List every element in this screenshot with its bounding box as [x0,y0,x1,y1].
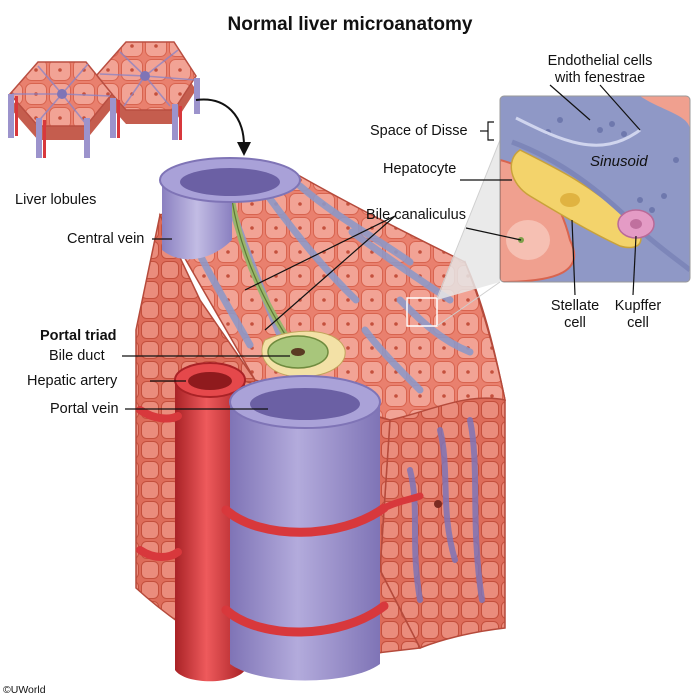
portal-vein-graphic [221,375,424,681]
arrow-head-icon [237,142,251,156]
label-endothelial-line1: Endothelial cells [547,53,653,69]
label-space-of-disse: Space of Disse [370,123,468,139]
label-bile-canaliculus: Bile canaliculus [366,207,466,223]
label-bile-duct: Bile duct [49,348,105,364]
leader-lines [122,84,641,410]
copyright-notice: ©UWorld [3,684,46,696]
label-kupffer-line2: cell [627,315,649,331]
label-central-vein: Central vein [67,231,145,247]
label-sinusoid: Sinusoid [590,153,648,170]
inset-region-marker [406,297,438,327]
label-stellate-line1: Stellate [550,298,600,314]
central-vein-graphic [159,157,301,260]
label-hepatic-artery: Hepatic artery [27,373,118,389]
figure-title: Normal liver microanatomy [227,14,473,35]
sinusoid-inset [436,95,691,327]
label-kupffer-line1: Kupffer [614,298,662,314]
liver-lobules-graphic [8,41,200,158]
label-stellate-line2: cell [564,315,586,331]
lobule-to-block-arrow [195,98,245,147]
label-portal-vein: Portal vein [50,401,119,417]
label-endothelial-line2: with fenestrae [554,70,646,86]
label-portal-triad: Portal triad [40,328,117,344]
label-liver-lobules: Liver lobules [15,192,97,208]
label-hepatocyte: Hepatocyte [383,161,457,177]
